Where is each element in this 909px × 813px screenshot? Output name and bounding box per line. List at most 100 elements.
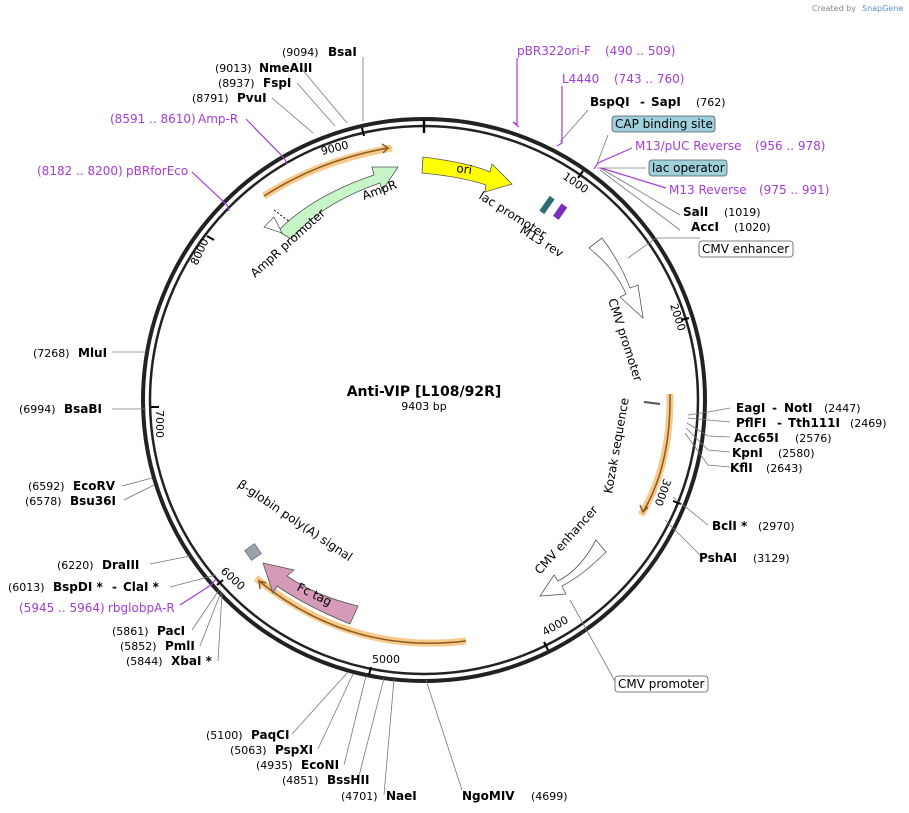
svg-text:(3129): (3129) (753, 552, 790, 565)
site-pmli: (5852) PmlI (120, 639, 195, 653)
svg-text:(8791): (8791) (192, 92, 229, 105)
svg-text:-: - (640, 95, 645, 109)
svg-text:(762): (762) (696, 96, 726, 109)
primer-rbglobpa-r: (5945 .. 5964) rbglobpA-R (19, 578, 217, 615)
svg-text:Bsu36I: Bsu36I (70, 494, 116, 508)
svg-text:BssHII: BssHII (327, 773, 369, 787)
amp-r-promoter-arrow (263, 216, 283, 234)
svg-text:DraIII: DraIII (102, 558, 139, 572)
site-econi: (4935) EcoNI (256, 758, 339, 772)
svg-text:NmeAIII: NmeAIII (259, 61, 312, 75)
svg-text:M13/pUC Reverse: M13/pUC Reverse (635, 139, 742, 153)
ori-arrow (421, 156, 513, 193)
svg-text:-: - (777, 416, 782, 430)
svg-text:NotI: NotI (784, 401, 813, 415)
svg-text:CAP binding site: CAP binding site (615, 117, 713, 131)
primer-m13-reverse: M13 Reverse (975 .. 991) (600, 167, 829, 197)
svg-text:CMV promoter: CMV promoter (618, 677, 705, 691)
svg-text:(4851): (4851) (282, 774, 319, 787)
svg-text:5000: 5000 (372, 653, 400, 666)
svg-text:7000: 7000 (153, 410, 166, 438)
svg-text:PacI: PacI (157, 624, 185, 638)
site-pshai: PshAI (3129) (699, 551, 790, 565)
plasmid-name: Anti-VIP [L108/92R] (347, 384, 502, 400)
svg-text:(6994): (6994) (19, 403, 56, 416)
svg-text:(2576): (2576) (795, 432, 832, 445)
site-bspqi-sapi: BspQI - SapI (762) (590, 95, 726, 109)
svg-text:(6220): (6220) (57, 559, 94, 572)
svg-text:NgoMIV: NgoMIV (462, 789, 515, 803)
svg-text:1000: 1000 (560, 170, 590, 196)
svg-text:BspDI *: BspDI * (53, 580, 103, 594)
site-nmeaiii: (9013) NmeAIII (215, 61, 312, 75)
site-pvui: (8791) PvuI (192, 91, 267, 105)
svg-text:Acc65I: Acc65I (734, 431, 779, 445)
kozak-mark (643, 401, 661, 405)
cmv-enhancer-box: CMV enhancer (698, 240, 794, 258)
svg-text:(7268): (7268) (33, 347, 70, 360)
svg-text:BclI *: BclI * (712, 519, 748, 533)
svg-text:pBR322ori-F: pBR322ori-F (517, 44, 591, 58)
site-fspi: (8937) FspI (218, 76, 291, 90)
tick-6000: 6000 (216, 565, 247, 593)
cmv-promoter-box: CMV promoter (614, 675, 709, 693)
plasmid-size: 9403 bp (401, 400, 446, 413)
primer-pbr322ori-f: pBR322ori-F (490 .. 509) (512, 44, 675, 128)
svg-text:CMV enhancer: CMV enhancer (702, 242, 789, 256)
site-draiii: (6220) DraIII (57, 558, 139, 572)
svg-text:(6013): (6013) (8, 581, 45, 594)
svg-text:PaqCI: PaqCI (251, 728, 289, 742)
cap-binding-site-box: CAP binding site (611, 115, 716, 133)
svg-text:(2643): (2643) (766, 462, 803, 475)
svg-text:(4699): (4699) (531, 790, 568, 803)
svg-text:M13 Reverse: M13 Reverse (669, 183, 747, 197)
site-pspxi: (5063) PspXI (230, 743, 313, 757)
svg-text:(5063): (5063) (230, 744, 267, 757)
svg-text:L4440: L4440 (562, 72, 599, 86)
kozak-cds-line (639, 393, 671, 514)
site-xbai: (5844) XbaI * (126, 654, 213, 668)
svg-text:SapI: SapI (651, 95, 681, 109)
svg-text:(4935): (4935) (256, 759, 293, 772)
site-naei: (4701) NaeI (341, 789, 417, 803)
svg-text:EagI: EagI (736, 401, 765, 415)
svg-text:NaeI: NaeI (386, 789, 417, 803)
site-eagi-noti: EagI - NotI (2447) (736, 401, 861, 415)
svg-text:(4701): (4701) (341, 790, 378, 803)
svg-text:BsaBI: BsaBI (64, 402, 102, 416)
primer-amp-r: (8591 .. 8610) Amp-R (110, 112, 288, 165)
svg-text:(2469): (2469) (850, 417, 887, 430)
svg-text:AccI: AccI (691, 220, 719, 234)
ori-label: ori (456, 161, 473, 177)
svg-text:rbglobpA-R: rbglobpA-R (108, 601, 175, 615)
site-kpni: KpnI (2580) (732, 446, 815, 460)
site-bsai: (9094) BsaI (282, 45, 357, 59)
svg-text:(1019): (1019) (724, 206, 761, 219)
amp-r-dotted (273, 209, 291, 223)
site-bsu36i: (6578) Bsu36I (25, 494, 116, 508)
site-bcli: BclI * (2970) (712, 519, 795, 533)
svg-text:(956 .. 978): (956 .. 978) (755, 139, 825, 153)
svg-text:(8937): (8937) (218, 77, 255, 90)
svg-text:(1020): (1020) (734, 221, 771, 234)
svg-text:(975 .. 991): (975 .. 991) (759, 183, 829, 197)
svg-text:(9013): (9013) (215, 62, 252, 75)
primer-m13-puc-reverse: M13/pUC Reverse (956 .. 978) (593, 139, 825, 170)
site-acc65i: Acc65I (2576) (734, 431, 832, 445)
backbone-outer (141, 117, 707, 683)
amp-r-cds-line (263, 143, 390, 197)
site-paqci: (5100) PaqCI (206, 728, 289, 742)
svg-text:(743 .. 760): (743 .. 760) (614, 72, 684, 86)
fc-tag-arrow (262, 562, 359, 625)
svg-text:(2447): (2447) (824, 402, 861, 415)
svg-text:(5945 .. 5964): (5945 .. 5964) (19, 601, 105, 615)
svg-text:PshAI: PshAI (699, 551, 737, 565)
kozak-label: Kozak sequence (601, 397, 632, 495)
svg-text:EcoNI: EcoNI (301, 758, 339, 772)
site-bsshii: (4851) BssHII (282, 773, 369, 787)
svg-text:EcoRV: EcoRV (73, 479, 116, 493)
primer-pbrforeco: (8182 .. 8200) pBRforEco (37, 164, 230, 212)
svg-text:(490 .. 509): (490 .. 509) (605, 44, 675, 58)
svg-text:Amp-R: Amp-R (198, 112, 238, 126)
